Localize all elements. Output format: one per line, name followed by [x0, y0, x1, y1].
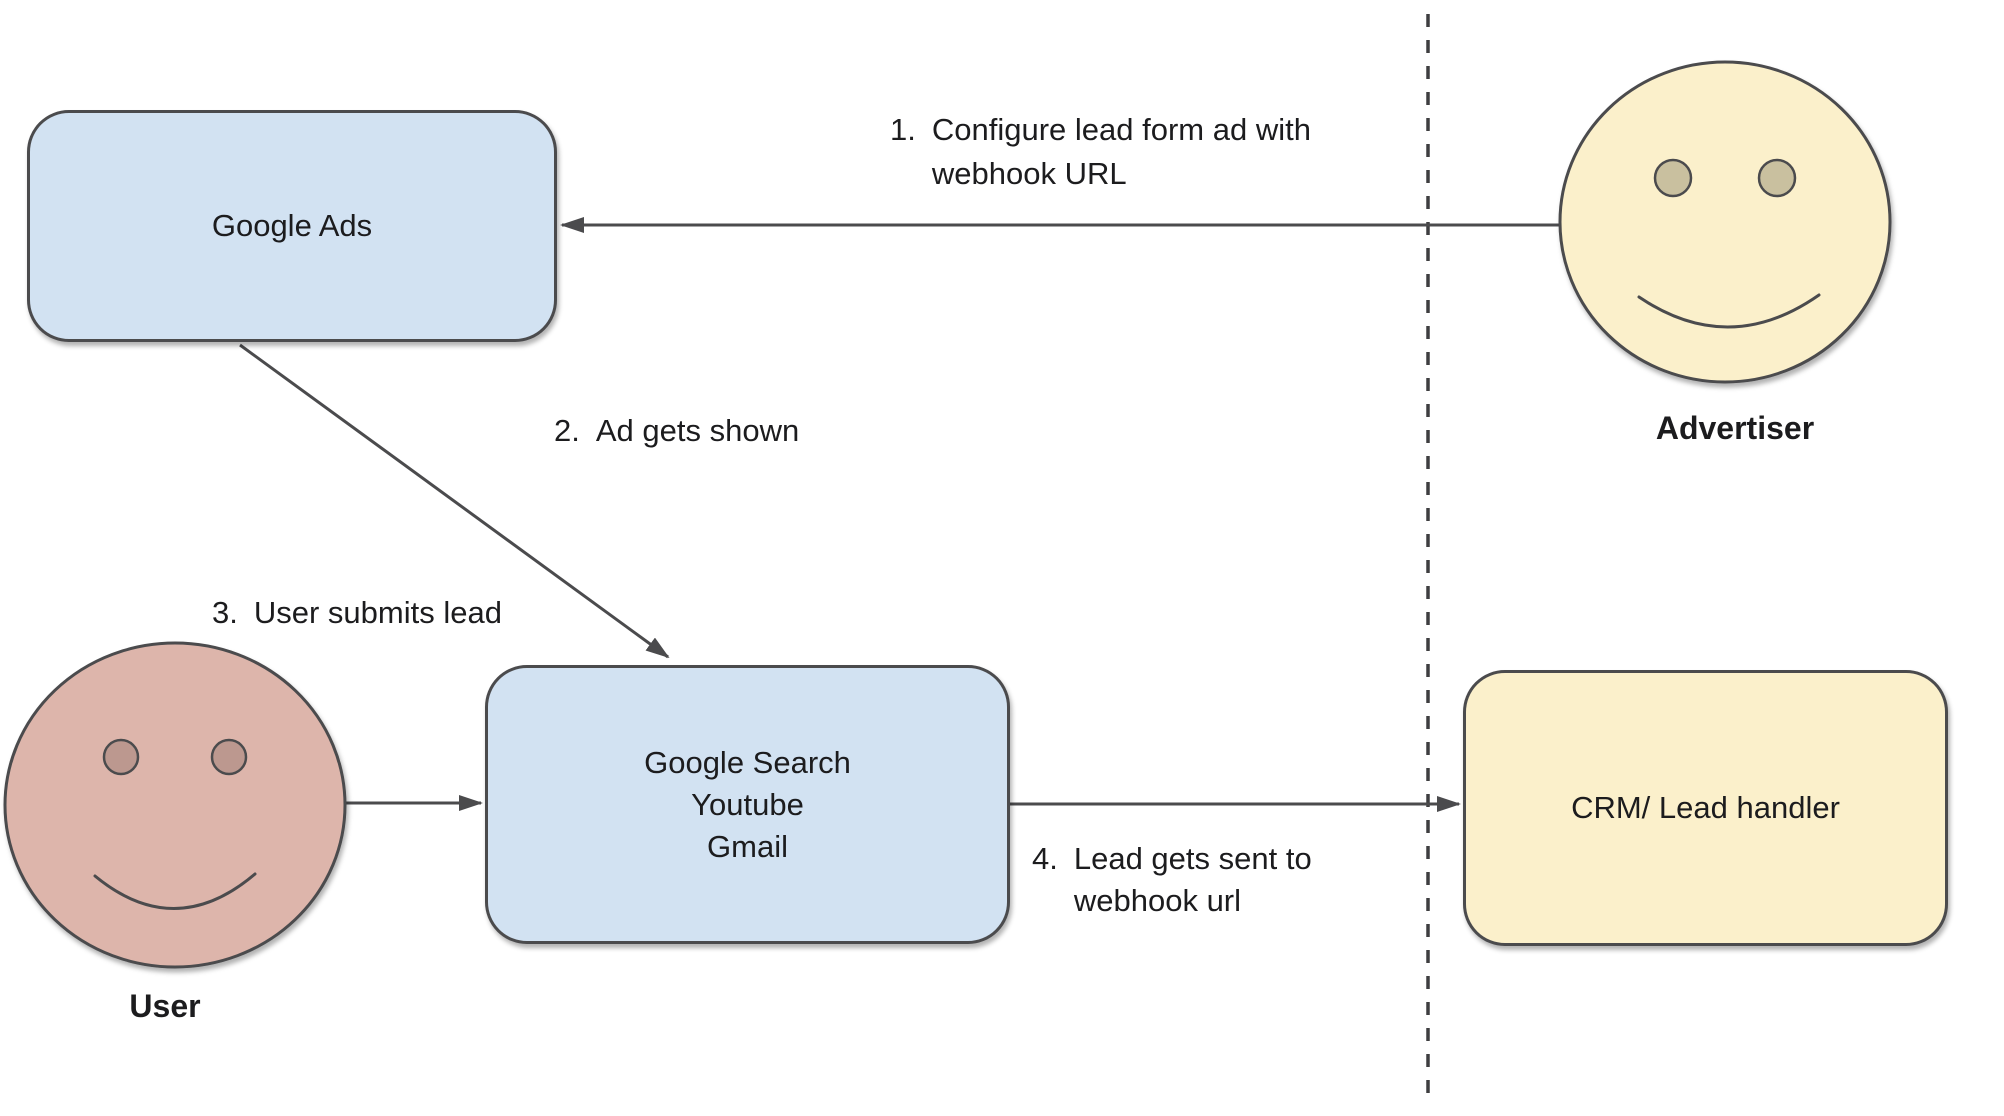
- node-crm-lead-handler: CRM/ Lead handler: [1463, 670, 1948, 946]
- advertiser-right-eye: [1757, 158, 1797, 198]
- arrow-googleads-to-properties: [239, 343, 670, 659]
- step-1-text-line-1: Configure lead form ad with: [931, 112, 1311, 147]
- node-properties-line-2: Youtube: [691, 786, 804, 822]
- step-3-text: User submits lead: [253, 595, 502, 630]
- step-4-text-line-2: webhook url: [1073, 883, 1242, 918]
- user-face-icon: [3, 641, 347, 969]
- step-2-label: 2. Ad gets shown: [554, 413, 799, 449]
- step-4-text-line-1: Lead gets sent to: [1073, 841, 1312, 876]
- advertiser-label: Advertiser: [1655, 410, 1815, 446]
- node-google-ads: Google Ads: [27, 110, 557, 342]
- step-4-label: 4. Lead gets sent to webhook url: [1032, 838, 1312, 922]
- advertiser-left-eye: [1653, 158, 1693, 198]
- user-right-eye: [210, 738, 248, 776]
- node-properties-line-1: Google Search: [644, 744, 851, 780]
- user-smile: [93, 872, 257, 910]
- advertiser-face-icon: [1558, 60, 1892, 384]
- node-crm-label: CRM/ Lead handler: [1571, 790, 1840, 825]
- node-google-properties: Google Search Youtube Gmail: [485, 665, 1010, 944]
- user-label: User: [129, 988, 201, 1024]
- step-3-label: 3. User submits lead: [212, 595, 502, 631]
- step-2-number: 2.: [554, 413, 580, 448]
- step-3-number: 3.: [212, 595, 238, 630]
- step-1-label: 1. Configure lead form ad with webhook U…: [890, 108, 1311, 196]
- node-properties-line-3: Gmail: [707, 828, 788, 864]
- advertiser-smile: [1637, 293, 1821, 329]
- step-1-number: 1.: [890, 112, 916, 147]
- step-4-number: 4.: [1032, 841, 1058, 876]
- step-2-text: Ad gets shown: [595, 413, 800, 448]
- node-google-ads-label: Google Ads: [211, 208, 373, 243]
- step-1-text-line-2: webhook URL: [931, 156, 1127, 191]
- user-left-eye: [102, 738, 140, 776]
